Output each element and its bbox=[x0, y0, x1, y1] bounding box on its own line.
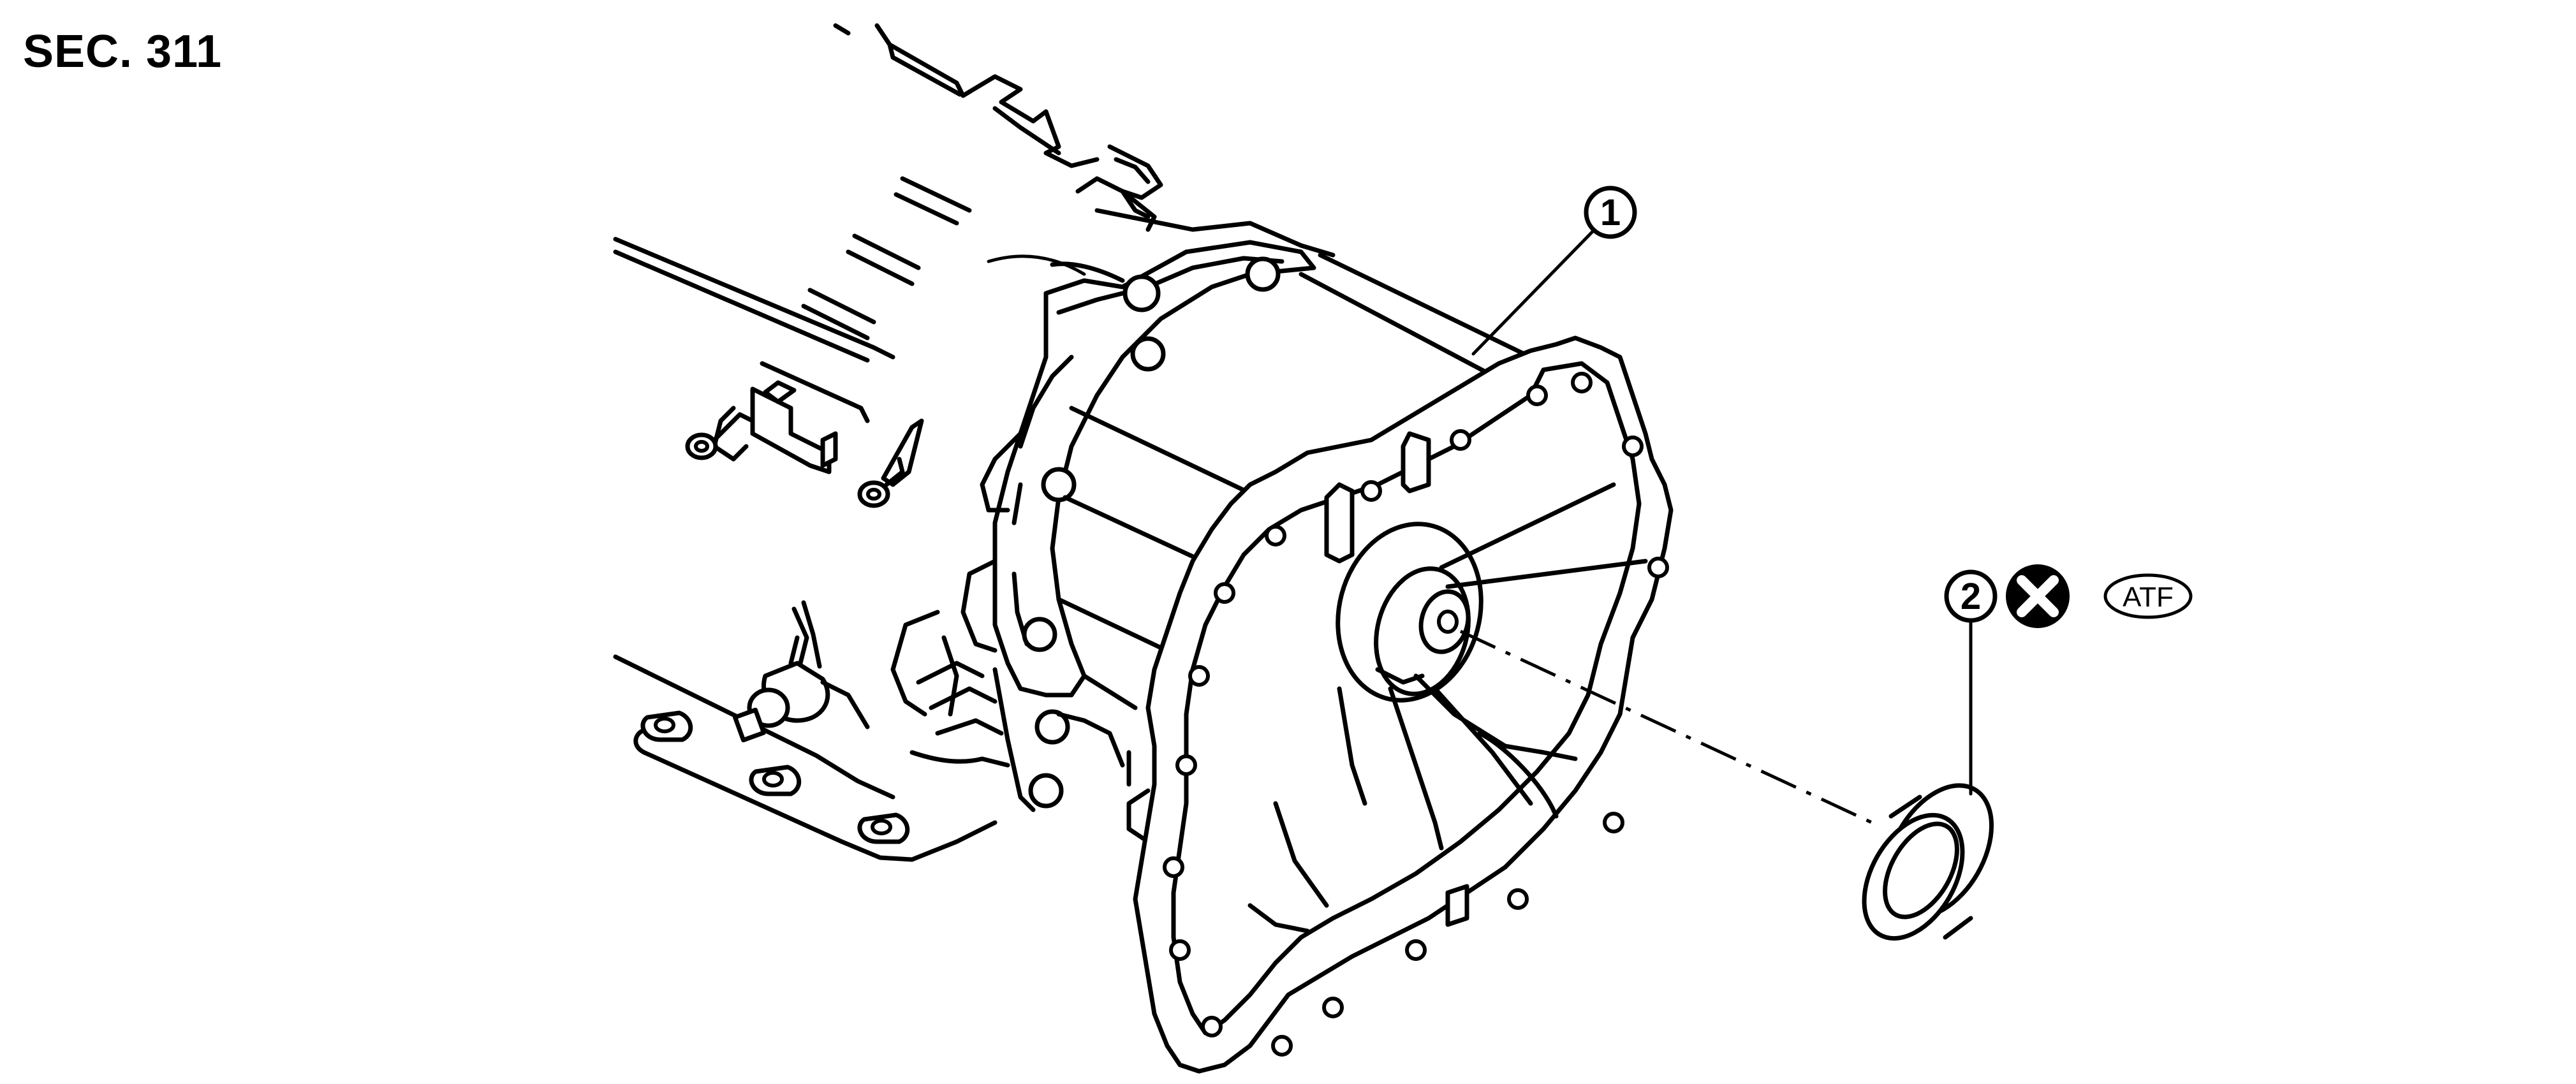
oil-seal bbox=[1862, 783, 1994, 941]
callout-1: 1 bbox=[1471, 186, 1637, 356]
oil-pan bbox=[613, 237, 997, 862]
x-circle-icon bbox=[2006, 564, 2070, 628]
case-ribs bbox=[801, 176, 1086, 341]
upper-bracket bbox=[833, 23, 1163, 232]
atf-badge-outline bbox=[2103, 573, 2193, 619]
atf-badge: ATF bbox=[2103, 573, 2193, 619]
pan-bolt-tab bbox=[857, 812, 910, 844]
speed-sensor bbox=[733, 600, 870, 743]
callout-circle bbox=[1944, 569, 1998, 623]
callout-number: 2 bbox=[1961, 576, 1981, 617]
pan-bolt-tab bbox=[640, 710, 693, 742]
atf-label: ATF bbox=[2123, 582, 2174, 613]
connector-left bbox=[685, 361, 870, 474]
section-label: SEC. 311 bbox=[23, 26, 223, 77]
connector-mid bbox=[857, 418, 924, 508]
pan-bolt-tab bbox=[749, 765, 802, 796]
callout-2: 2 bbox=[1944, 569, 1998, 796]
transmission-case bbox=[890, 208, 1674, 1074]
callout-number: 1 bbox=[1600, 192, 1621, 233]
assembly-centerline bbox=[1459, 629, 1873, 824]
callout-circle bbox=[1584, 186, 1637, 239]
